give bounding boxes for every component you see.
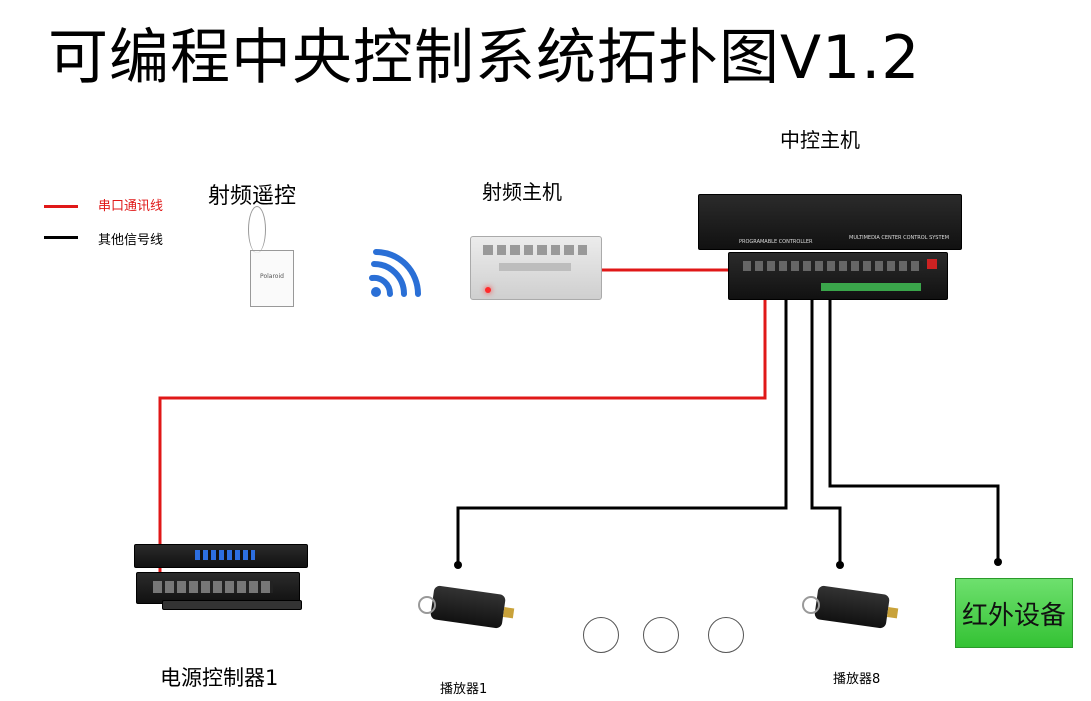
page-title: 可编程中央控制系统拓扑图V1.2 [48, 23, 921, 93]
central-host-rear-panel [728, 252, 948, 300]
wireless-signal-icon [369, 249, 421, 297]
power-controller-label: 电源控制器1 [160, 666, 279, 690]
rf-remote-antenna-icon [248, 206, 266, 253]
legend-other-label: 其他信号线 [98, 233, 164, 248]
wire-signal-player-1 [456, 298, 788, 562]
central-host-label: 中控主机 [780, 128, 860, 152]
ir-device-label: 红外设备 [961, 600, 1066, 631]
legend-serial-label: 串口通讯线 [98, 199, 164, 214]
rf-remote-tag: Polaroid [260, 273, 284, 280]
player-1-keyring-icon [418, 596, 436, 614]
rf-remote-label: 射频遥控 [208, 184, 297, 209]
rf-host-label: 射频主机 [482, 180, 562, 204]
wire-serial-power-controller [158, 300, 767, 580]
wire-signal-ir-device [828, 298, 1000, 560]
legend-other-line [44, 236, 78, 239]
legend-serial-line [44, 205, 78, 208]
power-controller-main-unit [136, 572, 300, 604]
wire-signal-player-8 [810, 298, 842, 562]
ellipsis-circle-3 [708, 617, 744, 653]
ir-device-box: 红外设备 [955, 578, 1073, 648]
ellipsis-circle-1 [583, 617, 619, 653]
player-8-label: 播放器8 [833, 672, 881, 687]
player-1-label: 播放器1 [440, 682, 488, 697]
central-host-front-panel: MULTIMEDIA CENTER CONTROL SYSTEM PROGRAM… [698, 194, 962, 250]
rf-host-device [470, 236, 602, 300]
rf-remote-device: Polaroid [250, 250, 294, 307]
ellipsis-circle-2 [643, 617, 679, 653]
player-8-keyring-icon [802, 596, 820, 614]
power-controller-strip [162, 600, 302, 610]
power-controller-top-unit [134, 544, 308, 568]
central-host-panel-text-1: MULTIMEDIA CENTER CONTROL SYSTEM [849, 235, 950, 241]
central-host-panel-text-2: PROGRAMABLE CONTROLLER [739, 239, 813, 245]
